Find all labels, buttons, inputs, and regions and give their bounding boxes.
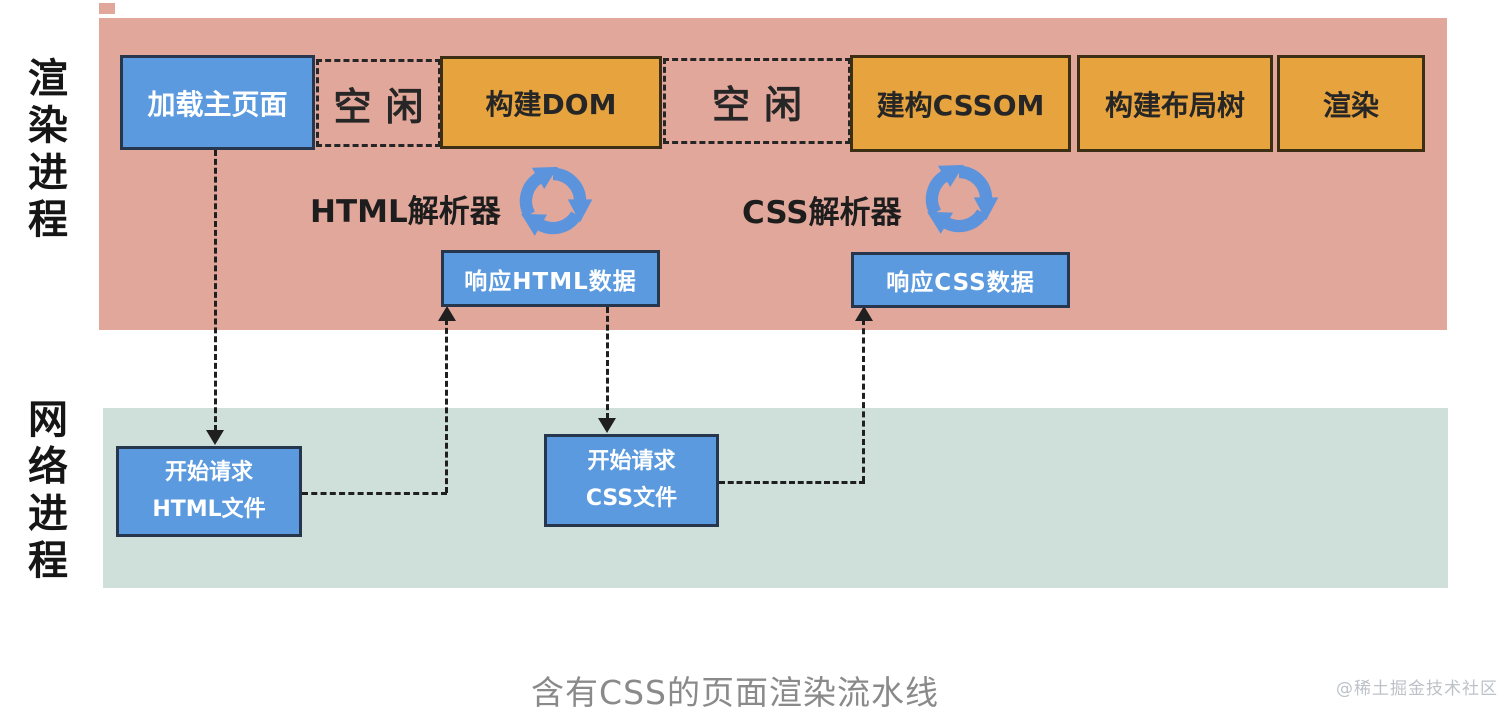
request-css-line2: CSS文件 (585, 485, 678, 511)
request-html-file-box: 开始请求 HTML文件 (116, 446, 302, 537)
request-html-line2: HTML文件 (152, 496, 266, 522)
stage-render: 渲染 (1277, 55, 1425, 152)
connector-request-html-to-response-html-vertical (445, 319, 448, 493)
network-process-band (103, 408, 1448, 588)
connector-request-css-to-response-css-vertical (862, 319, 865, 482)
arrow-up-icon (855, 306, 873, 321)
stage-idle-1: 空闲 (316, 59, 441, 147)
stage-load-main-page: 加载主页面 (120, 55, 315, 150)
arrow-up-icon (438, 306, 456, 321)
connector-load-to-request-html (214, 150, 217, 431)
connector-request-css-to-response-css-horizontal (719, 481, 865, 484)
response-html-data-box: 响应HTML数据 (441, 250, 660, 307)
html-parser-label: HTML解析器 (310, 194, 501, 230)
diagram-caption: 含有CSS的页面渲染流水线 (531, 673, 939, 712)
stage-build-dom: 构建DOM (440, 56, 662, 149)
request-css-file-box: 开始请求 CSS文件 (544, 434, 719, 527)
connector-response-html-to-request-css (606, 307, 609, 419)
network-process-lane-label: 网络进程 (21, 398, 67, 586)
arrow-down-icon (598, 418, 616, 433)
response-css-data-box: 响应CSS数据 (851, 252, 1070, 308)
cycle-arrows-icon (519, 166, 593, 236)
render-process-lane-label: 渲染进程 (21, 57, 67, 245)
request-html-line1: 开始请求 (164, 460, 253, 486)
stage-idle-2: 空闲 (663, 58, 851, 144)
render-band-top-sliver (99, 3, 115, 14)
stage-build-cssom: 建构CSSOM (850, 55, 1071, 152)
cycle-arrows-icon (925, 164, 999, 234)
connector-request-html-to-response-html-horizontal (302, 492, 447, 495)
stage-build-layout-tree: 构建布局树 (1077, 55, 1273, 152)
request-css-line1: 开始请求 (587, 449, 676, 475)
arrow-down-icon (206, 430, 224, 445)
css-parser-label: CSS解析器 (742, 195, 902, 231)
watermark-text: @稀土掘金技术社区 (1336, 679, 1498, 699)
